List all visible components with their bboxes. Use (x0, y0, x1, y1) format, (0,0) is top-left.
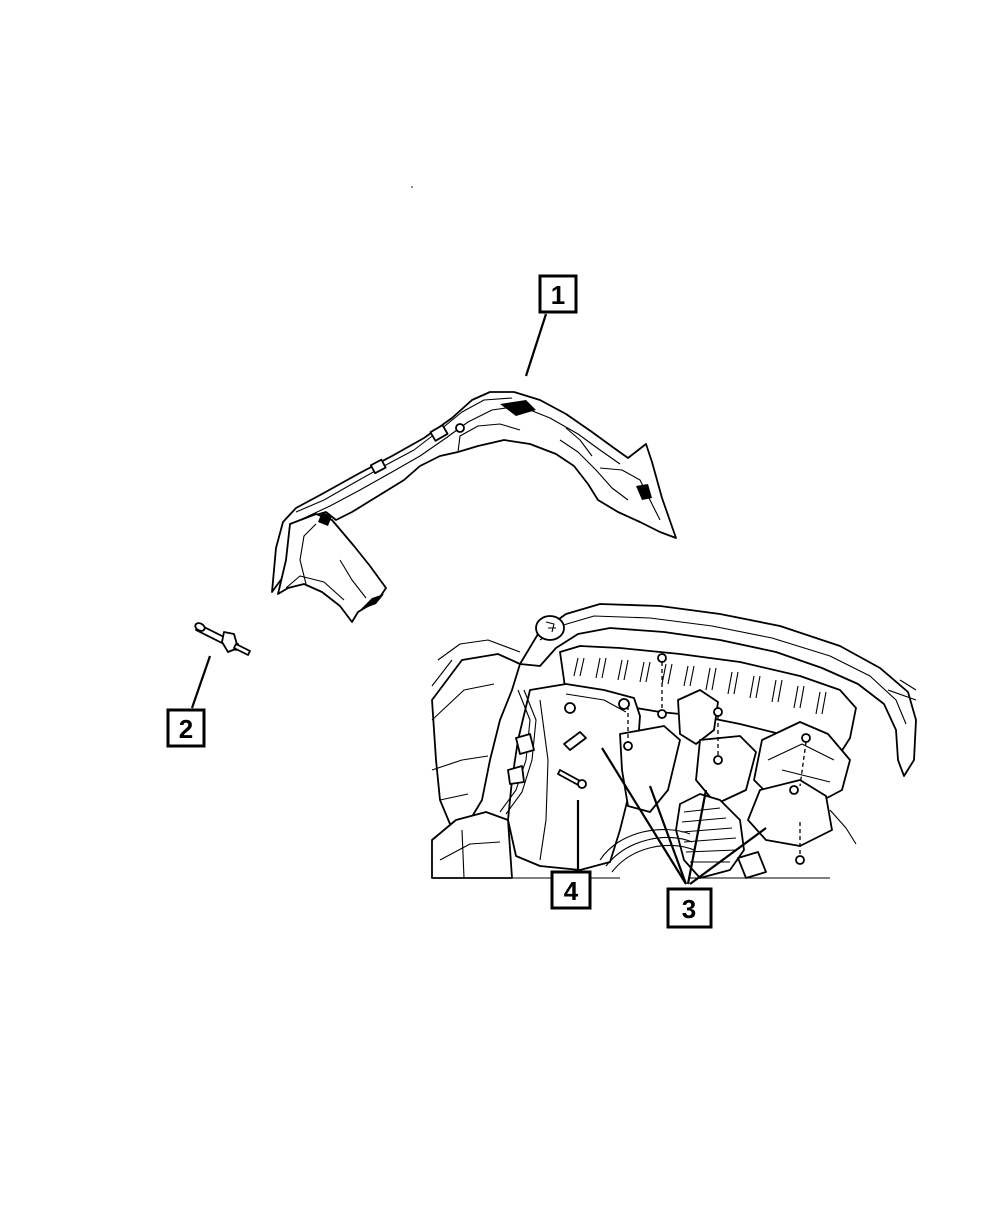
callout-1-label: 1 (551, 280, 565, 310)
push-pin-fastener-part (194, 622, 251, 656)
louver-slots (573, 657, 827, 715)
callout-1: 1 (538, 274, 578, 314)
leader-line-3a (601, 747, 687, 885)
callout-3: 3 (666, 887, 713, 929)
leader-line-3c (686, 789, 708, 885)
leader-lines (190, 313, 767, 885)
fastener-screws (557, 653, 811, 865)
installed-location-view (431, 603, 917, 879)
leader-line-2 (190, 655, 212, 709)
callout-4: 4 (550, 870, 592, 910)
callout-4-label: 4 (564, 876, 579, 906)
leader-line-1 (524, 313, 548, 377)
callout-3-label: 3 (682, 894, 696, 924)
speck-mark (411, 186, 413, 188)
callout-2-label: 2 (179, 714, 193, 744)
leader-line-3b (648, 785, 688, 885)
callout-2: 2 (166, 708, 206, 748)
leader-line-3d (689, 827, 767, 885)
wheelhouse-liner-part (271, 391, 677, 623)
